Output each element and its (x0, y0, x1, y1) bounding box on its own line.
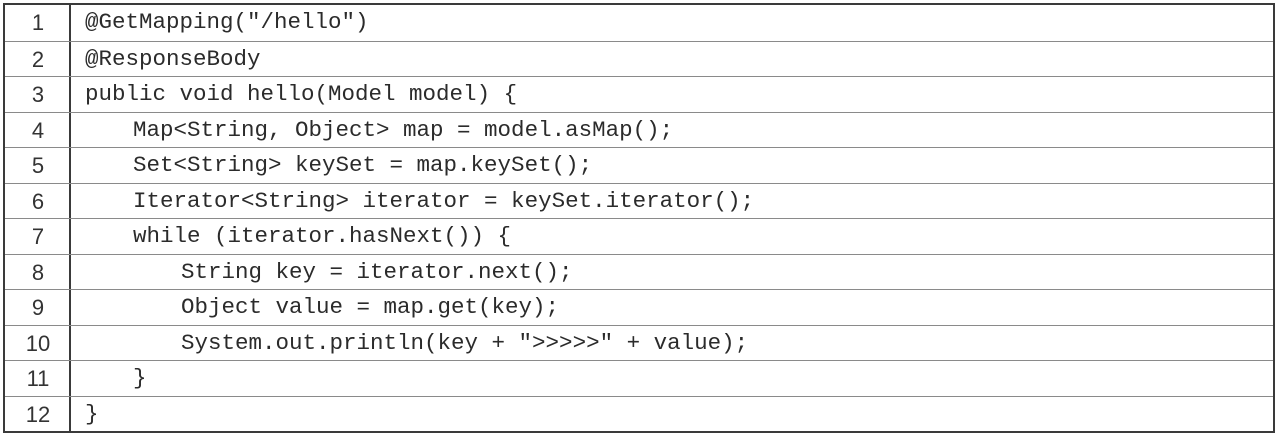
code-line-text: Object value = map.get(key); (181, 294, 560, 320)
code-row: 5 Set<String> keySet = map.keySet(); (5, 147, 1273, 183)
line-number: 1 (31, 10, 45, 35)
code-row: 11} (5, 360, 1273, 396)
code-line-text: Iterator<String> iterator = keySet.itera… (133, 187, 755, 214)
code-line-text: public void hello(Model model) { (85, 81, 518, 107)
code-row: 4 Map<String, Object> map = model.asMap()… (5, 111, 1273, 148)
code-line-text: @ResponseBody (85, 45, 261, 72)
code-row: 9 Object value = map.get(key); (5, 289, 1273, 325)
code-row: 12} (5, 395, 1273, 432)
line-number: 5 (31, 153, 45, 178)
code-row: 3 public void hello(Model model) { (5, 76, 1273, 112)
code-line-text: @GetMapping("/hello") (85, 9, 369, 35)
code-line-text: } (85, 400, 99, 427)
code-line-text: while (iterator.hasNext()) { (133, 223, 512, 249)
code-row: 7 while (iterator.hasNext()) { (5, 218, 1273, 254)
line-number: 9 (31, 295, 45, 320)
code-row: 1 @GetMapping("/hello") (5, 5, 1273, 41)
line-number: 11 (26, 366, 50, 391)
code-row: 6 Iterator<String> iterator = keySet.iter… (5, 182, 1273, 219)
code-line-text: String key = iterator.next(); (181, 258, 573, 285)
code-row: 10 System.out.println(key + ">>>>>" + val… (5, 324, 1273, 361)
code-row: 2 @ResponseBody (5, 40, 1273, 77)
line-number: 2 (31, 46, 45, 72)
code-line-text: Map<String, Object> map = model.asMap(); (133, 116, 674, 143)
line-number: 8 (31, 259, 45, 285)
line-number: 3 (31, 82, 45, 107)
code-line-text: Set<String> keySet = map.keySet(); (133, 152, 593, 178)
line-number: 6 (31, 188, 45, 214)
line-number: 12 (25, 401, 51, 427)
code-row: 8 String key = iterator.next(); (5, 253, 1273, 290)
code-line-text: } (133, 365, 147, 391)
code-listing-table: 1 @GetMapping("/hello") 2 @ResponseBody 3 pub… (3, 3, 1275, 433)
line-number: 7 (31, 224, 45, 249)
line-number: 4 (31, 117, 45, 143)
code-line-text: System.out.println(key + ">>>>>" + value… (181, 329, 749, 356)
line-number: 10 (25, 330, 51, 356)
